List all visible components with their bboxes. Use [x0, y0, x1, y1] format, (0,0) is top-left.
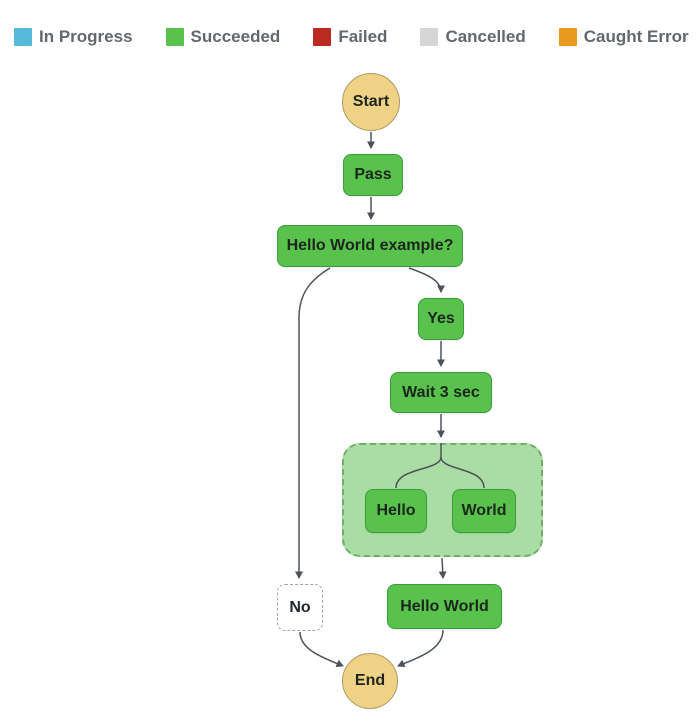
edge-choice-no: [295, 267, 331, 579]
status-legend: In Progress Succeeded Failed Cancelled C…: [14, 27, 689, 47]
legend-label: In Progress: [39, 27, 133, 46]
succeeded-swatch-icon: [165, 28, 184, 46]
state-label: Wait 3 sec: [402, 383, 480, 401]
in-progress-swatch-icon: [14, 28, 32, 46]
edge-choice-yes: [408, 267, 445, 293]
state-label: World: [461, 502, 507, 519]
state-node-choice[interactable]: Hello World example?: [277, 225, 463, 267]
edge-helloworld-end: [397, 629, 444, 668]
state-label: Hello World: [400, 597, 489, 615]
edge-no-end: [299, 631, 344, 668]
state-label: End: [354, 672, 386, 689]
state-node-wait[interactable]: Wait 3 sec: [390, 372, 492, 413]
state-label: Start: [352, 93, 390, 110]
state-node-hello[interactable]: Hello: [365, 489, 427, 533]
legend-label: Succeeded: [190, 27, 281, 46]
cancelled-swatch-icon: [420, 28, 439, 46]
legend-label: Caught Error: [583, 27, 689, 46]
legend-item-in-progress: In Progress: [14, 27, 133, 47]
legend-item-cancelled: Cancelled: [420, 27, 526, 47]
state-node-hello-world[interactable]: Hello World: [387, 584, 502, 629]
state-label: Pass: [354, 166, 392, 183]
legend-item-caught-error: Caught Error: [558, 27, 689, 47]
legend-label: Cancelled: [445, 27, 526, 46]
state-label: No: [289, 598, 311, 616]
caught-error-swatch-icon: [558, 28, 577, 46]
failed-swatch-icon: [313, 28, 332, 46]
state-node-no[interactable]: No: [277, 584, 323, 631]
state-label: Hello World example?: [286, 237, 454, 254]
state-label: Yes: [427, 310, 455, 327]
edge-parallel-helloworld: [438, 557, 447, 579]
state-label: Hello: [376, 502, 416, 519]
state-node-pass[interactable]: Pass: [343, 154, 403, 196]
legend-label: Failed: [338, 27, 388, 46]
state-node-start[interactable]: Start: [342, 73, 400, 131]
state-node-world[interactable]: World: [452, 489, 516, 533]
state-node-yes[interactable]: Yes: [418, 298, 464, 340]
state-node-end[interactable]: End: [342, 653, 398, 709]
legend-item-succeeded: Succeeded: [165, 27, 281, 47]
legend-item-failed: Failed: [313, 27, 387, 47]
